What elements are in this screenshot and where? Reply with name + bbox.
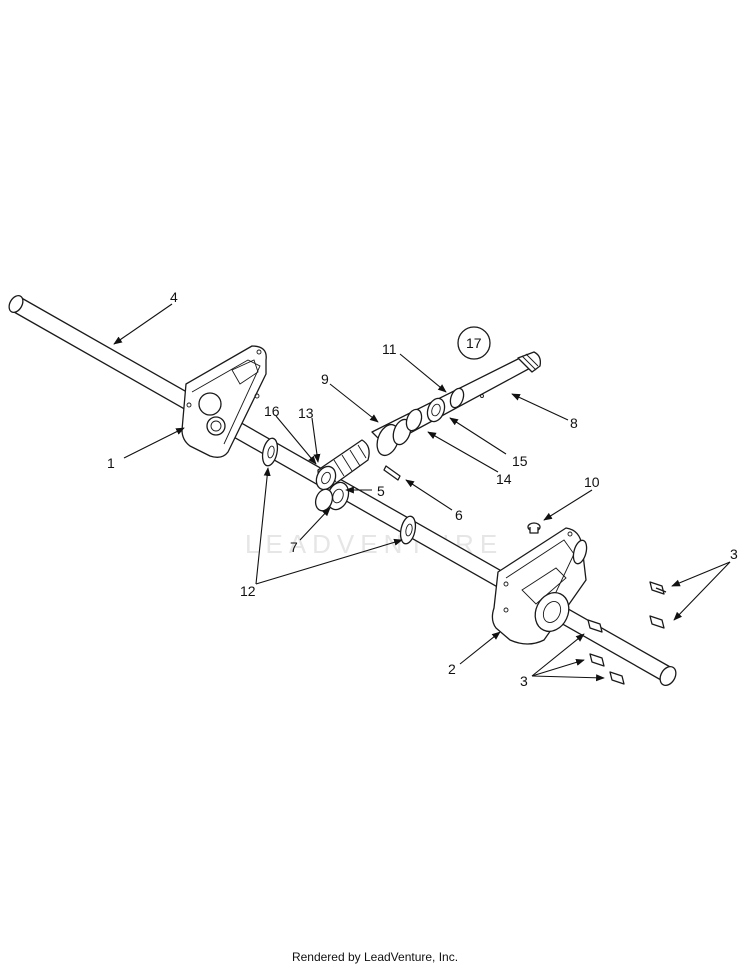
callout-7: 7 <box>290 539 298 555</box>
callout-6: 6 <box>455 507 463 523</box>
right-housing <box>491 527 588 645</box>
callout-14: 14 <box>496 471 512 487</box>
callout-3a: 3 <box>730 546 738 562</box>
worm-gear <box>315 439 370 491</box>
callout-11: 11 <box>382 341 397 357</box>
callout-5: 5 <box>377 483 385 499</box>
footer-credit: Rendered by LeadVenture, Inc. <box>291 950 459 964</box>
callout-17: 17 <box>466 335 482 351</box>
left-housing <box>181 345 267 458</box>
hex-bolt-1 <box>649 581 667 595</box>
callout-2: 2 <box>448 661 456 677</box>
hex-bolt-5 <box>609 671 625 685</box>
bearing-14 <box>405 408 423 432</box>
reference-circle-17 <box>457 326 491 360</box>
plug <box>527 522 541 534</box>
hex-bolt-3 <box>587 619 603 633</box>
bearing-15 <box>426 397 446 423</box>
gear-bushing <box>314 481 350 512</box>
callout-8: 8 <box>570 415 578 431</box>
callout-13: 13 <box>298 405 314 421</box>
callout-4: 4 <box>170 289 178 305</box>
hex-bolt-4 <box>589 653 605 667</box>
washer-right <box>399 515 417 545</box>
leader-lines <box>113 303 731 682</box>
callout-16: 16 <box>264 403 280 419</box>
callout-1: 1 <box>107 455 115 471</box>
callout-9: 9 <box>321 371 329 387</box>
callout-15: 15 <box>512 453 528 469</box>
hex-bolt-2 <box>649 615 665 629</box>
washer-11 <box>449 387 484 409</box>
washer-left <box>261 437 279 467</box>
callouts: 4 1 2 3 3 8 14 15 11 9 13 16 6 5 7 10 12… <box>107 289 738 689</box>
callout-10: 10 <box>584 474 600 490</box>
callout-12: 12 <box>240 583 256 599</box>
callout-3b: 3 <box>520 673 528 689</box>
roll-pin <box>383 465 401 481</box>
